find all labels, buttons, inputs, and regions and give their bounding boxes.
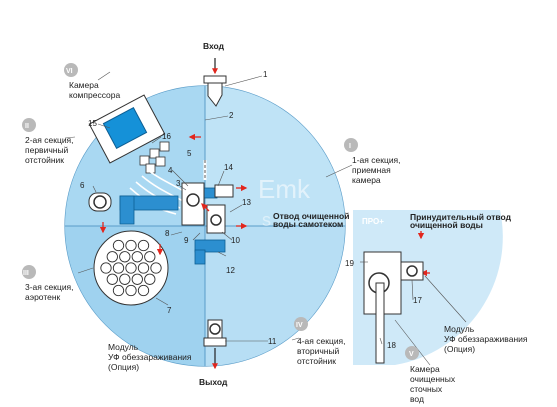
roman-text-2: II	[25, 123, 29, 130]
aerator-cells	[100, 239, 162, 297]
aerator-cell	[144, 251, 156, 263]
inlet-label: Вход	[203, 41, 225, 51]
section-1-area	[205, 86, 345, 226]
aerator-cell	[119, 251, 131, 263]
uv-pro-label: Модуль УФ обеззараживания (Опция)	[444, 324, 530, 354]
leader-lines	[64, 71, 467, 366]
uv-module-label: Модуль УФ обеззараживания (Опция)	[108, 342, 194, 372]
roman-text-3: III	[23, 270, 29, 277]
aerator-cell	[131, 273, 143, 285]
num-2: 2	[229, 111, 234, 120]
pro-panel	[353, 210, 503, 365]
aerator-cell	[112, 262, 125, 274]
component-numbers: 1 2 3 4 5 6 7 8 9 10 11 12 13 14 15 16 1…	[80, 70, 422, 350]
aerator-cell	[150, 262, 162, 274]
num-11: 11	[268, 337, 277, 346]
roman-text-6: VI	[66, 68, 73, 75]
num-13: 13	[242, 198, 251, 207]
aerator-cell	[125, 262, 137, 274]
aerator-cell	[112, 284, 125, 297]
pro-title: Принудительный отвод очищенной воды	[410, 212, 513, 230]
num-12: 12	[226, 266, 235, 275]
outlet-label: Выход	[199, 377, 228, 387]
watermark-line-2: s	[262, 210, 271, 230]
compressor-unit	[102, 106, 148, 150]
airlift-pipes	[119, 187, 226, 265]
clean-chamber-label: Камера очищенных сточных вод	[410, 364, 457, 404]
inlet-pipe	[203, 58, 227, 107]
aerator-cell	[137, 239, 150, 252]
num-3: 3	[176, 179, 181, 188]
roman-marker-4	[294, 317, 308, 331]
aerator-cell	[125, 284, 137, 297]
pro-badge: ПРО+	[362, 217, 384, 226]
num-8: 8	[165, 229, 170, 238]
gravity-outlet-label: Отвод очищенной воды самотеком	[273, 211, 352, 229]
aerator-cell	[125, 239, 137, 252]
roman-text-5: V	[409, 351, 414, 358]
aerator-cell	[137, 284, 150, 297]
num-19: 19	[345, 259, 354, 268]
roman-marker-1	[344, 138, 358, 152]
central-pump-assembly	[181, 160, 234, 234]
aerator	[93, 230, 169, 306]
aerator-cell	[131, 251, 143, 263]
num-7: 7	[167, 306, 172, 315]
section-1-label: 1-ая секция, приемная камера	[352, 155, 403, 185]
aerator-cell	[106, 273, 118, 285]
num-6: 6	[80, 181, 85, 190]
num-16: 16	[162, 132, 171, 141]
roman-markers: I II III IV V VI	[22, 63, 419, 360]
num-10: 10	[231, 236, 240, 245]
num-9: 9	[184, 236, 189, 245]
roman-marker-3	[22, 265, 36, 279]
num-14: 14	[224, 163, 233, 172]
aerator-cell	[112, 239, 125, 252]
roman-text-4: IV	[296, 322, 303, 329]
section-3-label: 3-ая секция, аэротенк	[25, 282, 76, 302]
num-18: 18	[387, 341, 396, 350]
section-2-label: 2-ая секция, первичный отстойник	[25, 135, 76, 165]
aerator-cell	[106, 251, 118, 263]
section-4-label: 4-ая секция, вторичный отстойник	[297, 336, 348, 366]
roman-marker-2	[22, 118, 36, 132]
compressor-chamber	[88, 94, 166, 164]
aerator-cell	[119, 273, 131, 285]
air-distribution	[139, 141, 170, 174]
roman-marker-6	[64, 63, 78, 77]
num-4: 4	[168, 166, 173, 175]
num-5: 5	[187, 149, 192, 158]
roman-text-1: I	[349, 143, 351, 150]
num-1: 1	[263, 70, 268, 79]
aerator-cell	[137, 262, 150, 274]
aerator-cell	[144, 273, 156, 285]
num-15: 15	[88, 119, 97, 128]
aerator-cell	[100, 262, 112, 274]
roman-marker-5	[405, 346, 419, 360]
outlet-pipe	[203, 319, 227, 370]
watermark: Emk	[258, 174, 311, 204]
compressor-label: Камера компрессора	[69, 80, 120, 100]
num-17: 17	[413, 296, 422, 305]
compressor-pump-6	[88, 192, 112, 212]
